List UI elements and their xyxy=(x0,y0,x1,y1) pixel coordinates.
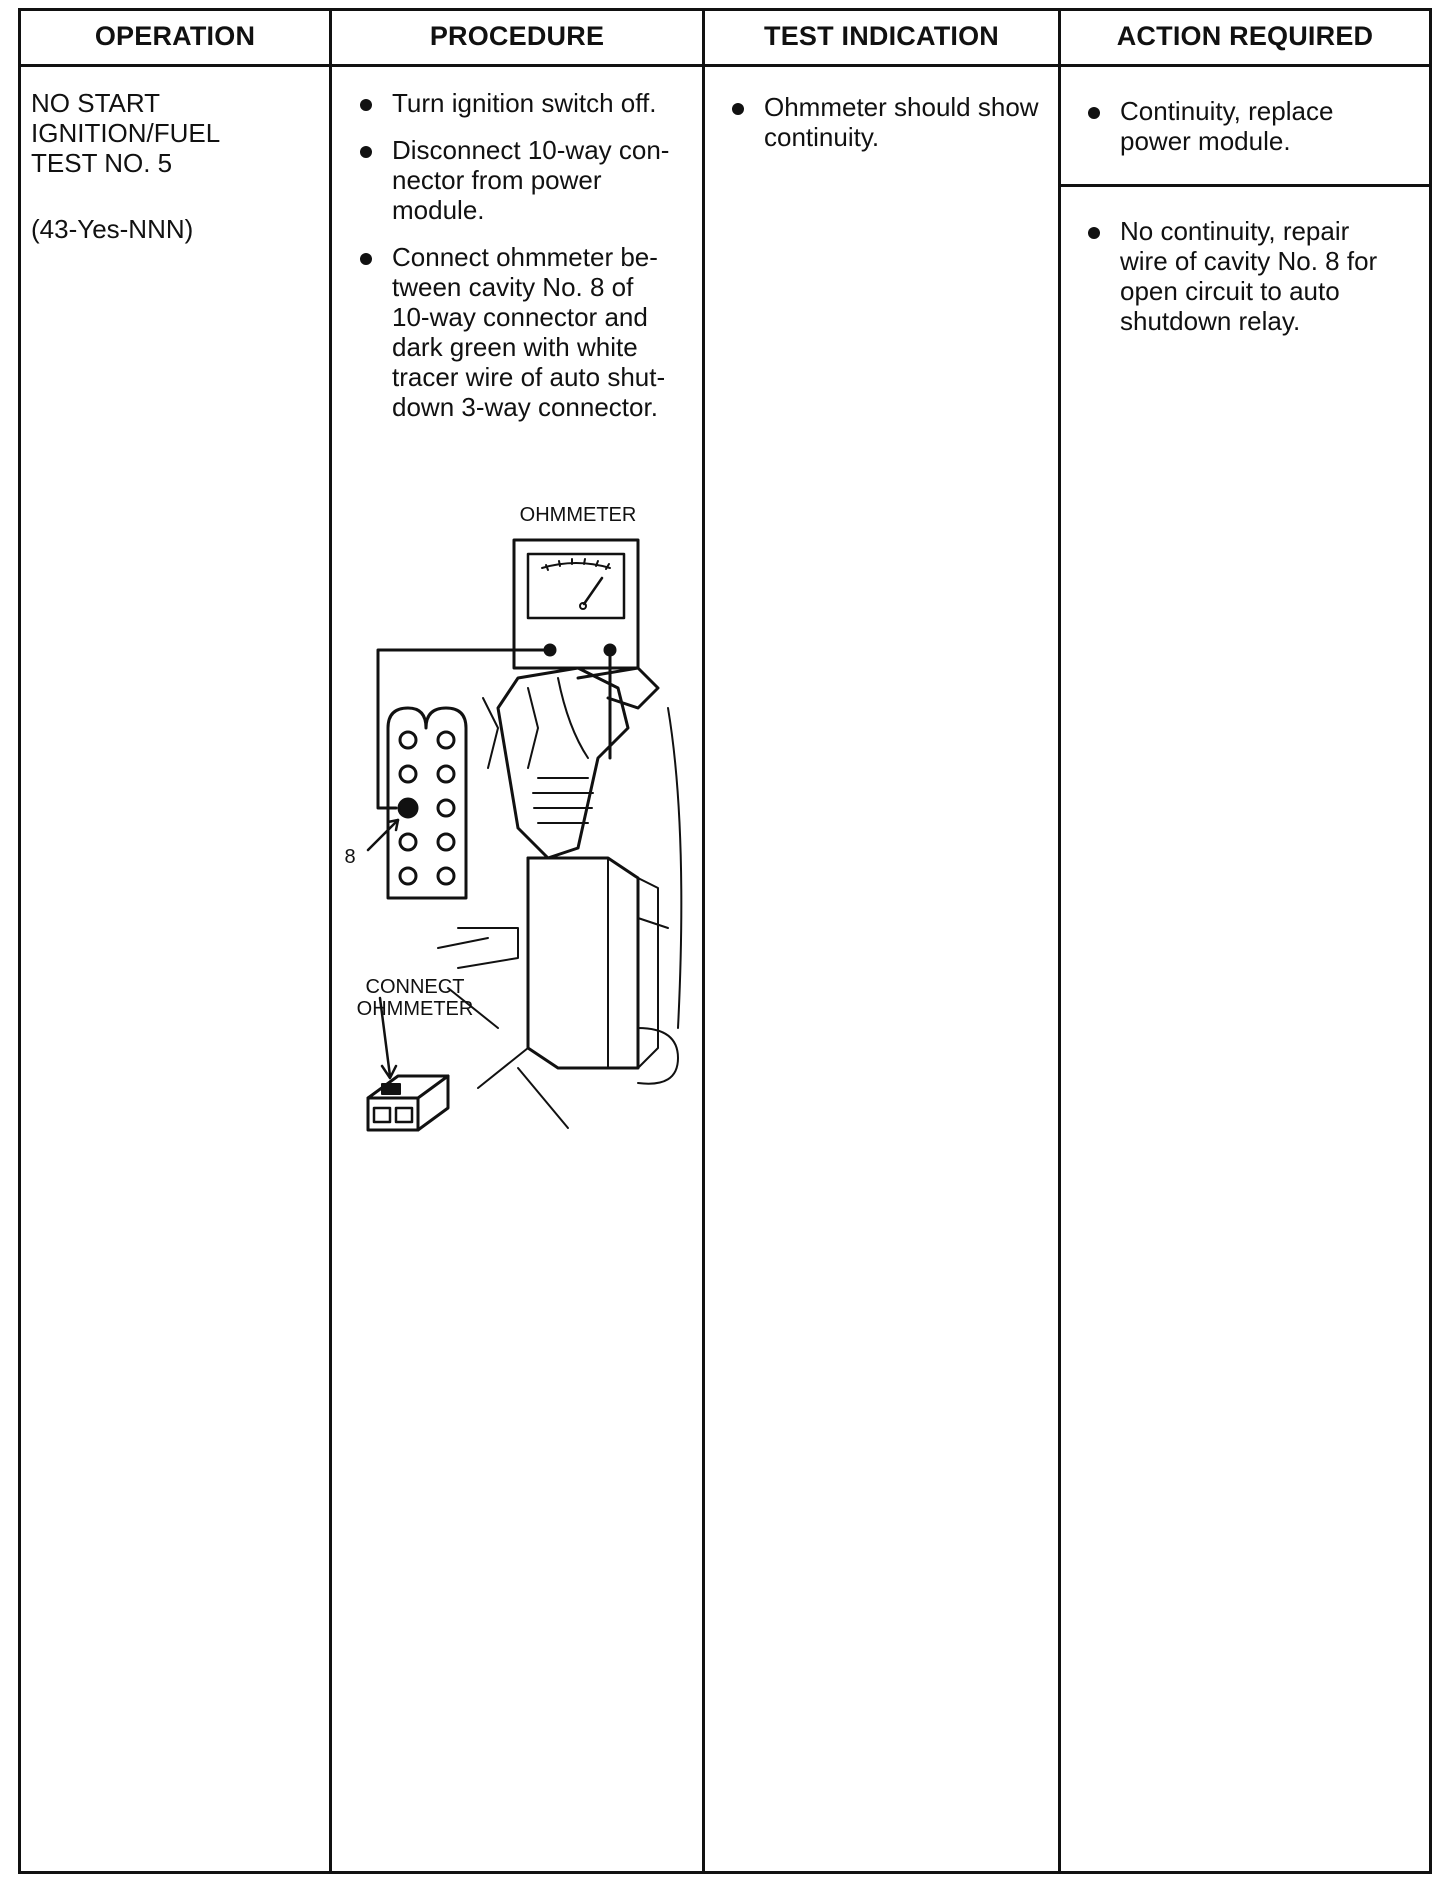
operation-code: (43-Yes-NNN) xyxy=(31,214,194,244)
action-required-list-1: Continuity, replace power module. xyxy=(1084,96,1424,156)
header-operation: OPERATION xyxy=(94,20,256,51)
action-item-1: Continuity, replace power module. xyxy=(1084,96,1424,156)
auto-shutdown-connector-icon xyxy=(366,987,499,1132)
cavity-8-label: 8 xyxy=(344,846,356,868)
action-item-2: No continuity, repair wire of cavity No.… xyxy=(1084,216,1424,336)
table-right-border xyxy=(1429,8,1432,1874)
header-procedure: PROCEDURE xyxy=(429,20,605,51)
procedure-step-3: Connect ohmmeter be- tween cavity No. 8 … xyxy=(356,242,696,422)
operation-line-3: TEST NO. 5 xyxy=(31,148,173,178)
test-indication-item-1: Ohmmeter should show continuity. xyxy=(728,92,1058,152)
diagnostic-table: OPERATION PROCEDURE TEST INDICATION ACTI… xyxy=(18,8,1432,1874)
table-bottom-border xyxy=(18,1871,1432,1874)
ohmmeter-label: OHMMETER xyxy=(519,504,637,526)
action-required-list-2: No continuity, repair wire of cavity No.… xyxy=(1084,216,1424,336)
column-divider-3 xyxy=(1058,8,1061,1874)
ten-way-connector-icon xyxy=(366,706,468,900)
action-row-divider xyxy=(1058,184,1432,187)
header-underline xyxy=(18,64,1432,67)
column-divider-1 xyxy=(329,8,332,1874)
header-test-indication: TEST INDICATION xyxy=(764,20,999,51)
procedure-step-2: Disconnect 10-way con- nector from power… xyxy=(356,135,696,225)
header-action-required: ACTION REQUIRED xyxy=(1116,20,1374,51)
procedure-step-1: Turn ignition switch off. xyxy=(356,88,696,118)
operation-line-2: IGNITION/FUEL xyxy=(31,118,221,148)
table-top-border xyxy=(18,8,1432,11)
connect-ohmmeter-label: CONNECT OHMMETER xyxy=(356,976,474,1020)
ohmmeter-leads xyxy=(376,648,612,810)
test-indication-list: Ohmmeter should show continuity. xyxy=(728,92,1058,152)
ohmmeter-connection-illustration xyxy=(366,538,683,1132)
operation-line-1: NO START xyxy=(31,88,161,118)
procedure-steps: Turn ignition switch off. Disconnect 10-… xyxy=(356,88,696,439)
power-module-icon xyxy=(437,666,683,1129)
column-divider-2 xyxy=(702,8,705,1874)
table-left-border xyxy=(18,8,21,1874)
operation-title: NO START IGNITION/FUEL TEST NO. 5 xyxy=(31,88,331,178)
